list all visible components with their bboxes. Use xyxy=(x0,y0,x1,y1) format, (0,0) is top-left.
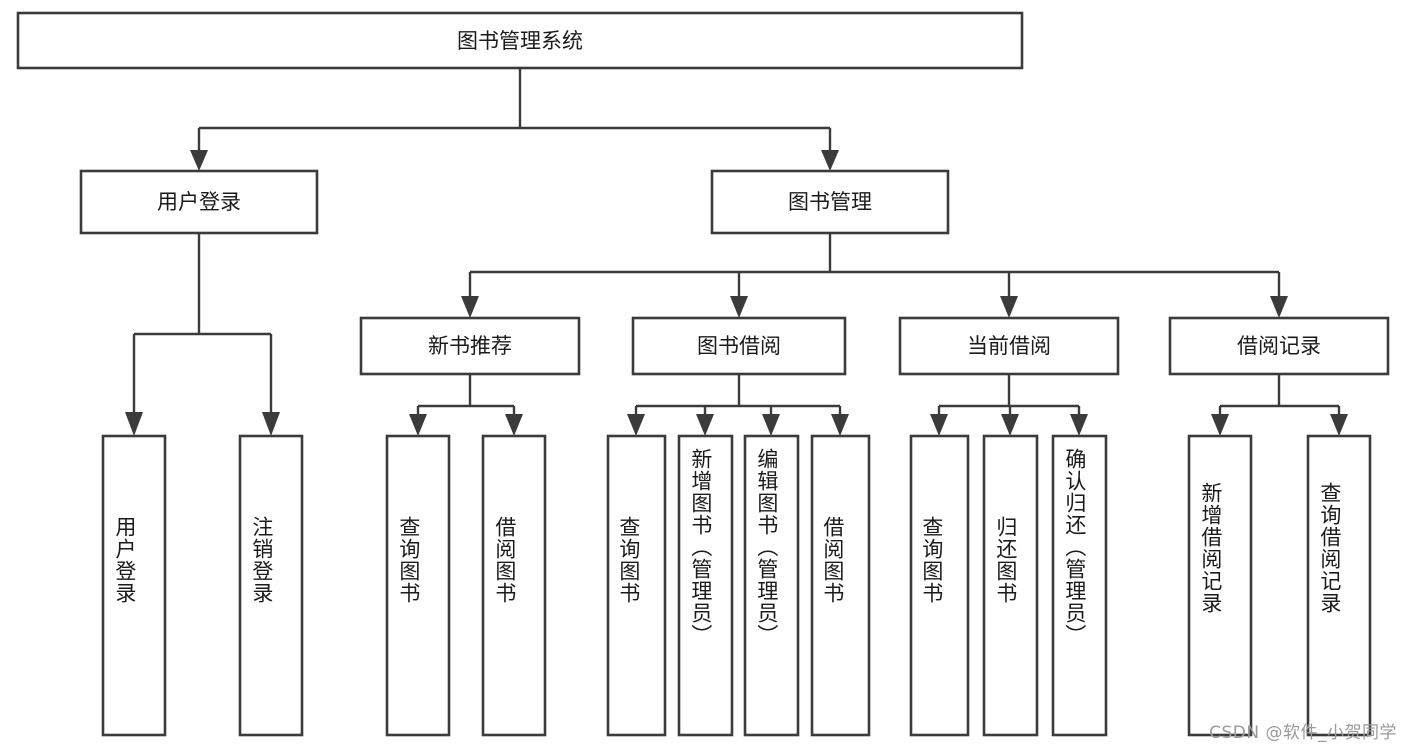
node-leaf-confirm-return-box[interactable] xyxy=(1051,434,1108,737)
arrow-leaf-query-book-1 xyxy=(409,414,427,436)
node-book-borrow-box[interactable] xyxy=(631,316,847,376)
arrow-new-book-rec xyxy=(461,296,479,318)
node-new-book-rec-label: 新书推荐 xyxy=(428,334,512,358)
node-current-borrow-box[interactable] xyxy=(898,316,1120,376)
arrow-leaf-add-book xyxy=(696,414,714,436)
arrow-leaf-user-logout xyxy=(262,412,280,436)
node-leaf-query-book-2-box[interactable] xyxy=(606,434,667,737)
arrow-leaf-return-book xyxy=(1001,414,1019,436)
node-leaf-return-book-box[interactable] xyxy=(982,434,1039,737)
node-book-borrow-label: 图书借阅 xyxy=(697,334,781,358)
arrow-leaf-query-record xyxy=(1330,414,1348,436)
node-borrow-record-label: 借阅记录 xyxy=(1237,334,1321,358)
node-leaf-borrow-book-2-box[interactable] xyxy=(810,434,871,737)
node-leaf-user-logout-box[interactable] xyxy=(238,434,304,737)
arrow-leaf-edit-book xyxy=(762,414,780,436)
arrow-leaf-borrow-book-2 xyxy=(831,414,849,436)
node-leaf-add-book-box[interactable] xyxy=(677,434,734,737)
arrow-leaf-query-book-3 xyxy=(930,414,948,436)
node-leaf-query-record-box[interactable] xyxy=(1306,434,1372,737)
arrow-leaf-add-record xyxy=(1211,414,1229,436)
node-leaf-query-book-1-box[interactable] xyxy=(385,434,451,737)
arrow-user-login xyxy=(190,150,208,171)
connector-layer xyxy=(125,68,1348,436)
node-leaf-borrow-book-1-box[interactable] xyxy=(481,434,547,737)
node-root-box[interactable] xyxy=(16,11,1024,70)
arrow-current-borrow xyxy=(1000,296,1018,318)
watermark-text: CSDN @软件_小贺同学 xyxy=(1209,723,1397,743)
arrow-borrow-record xyxy=(1270,296,1288,318)
node-leaf-query-book-3-box[interactable] xyxy=(909,434,970,737)
node-root-label: 图书管理系统 xyxy=(457,29,583,53)
node-book-manage-label: 图书管理 xyxy=(788,190,872,214)
arrow-leaf-query-book-2 xyxy=(627,414,645,436)
arrow-leaf-confirm-return xyxy=(1070,414,1088,436)
arrow-book-borrow xyxy=(730,296,748,318)
node-book-manage-box[interactable] xyxy=(710,169,950,235)
node-user-login-box[interactable] xyxy=(79,169,319,235)
arrow-leaf-user-login xyxy=(125,412,143,436)
node-new-book-rec-box[interactable] xyxy=(359,316,581,376)
node-user-login-label: 用户登录 xyxy=(157,190,241,214)
node-layer: 图书管理系统 用户登录 图书管理 新书推荐 图书借阅 当前借阅 借阅记录 xyxy=(16,11,1390,737)
node-leaf-edit-book-box[interactable] xyxy=(743,434,800,737)
node-leaf-user-login-box[interactable] xyxy=(101,434,167,737)
node-leaf-add-record-box[interactable] xyxy=(1187,434,1253,737)
arrow-book-manage xyxy=(821,150,839,171)
arrow-leaf-borrow-book-1 xyxy=(505,414,523,436)
node-current-borrow-label: 当前借阅 xyxy=(967,334,1051,358)
node-borrow-record-box[interactable] xyxy=(1168,316,1390,376)
